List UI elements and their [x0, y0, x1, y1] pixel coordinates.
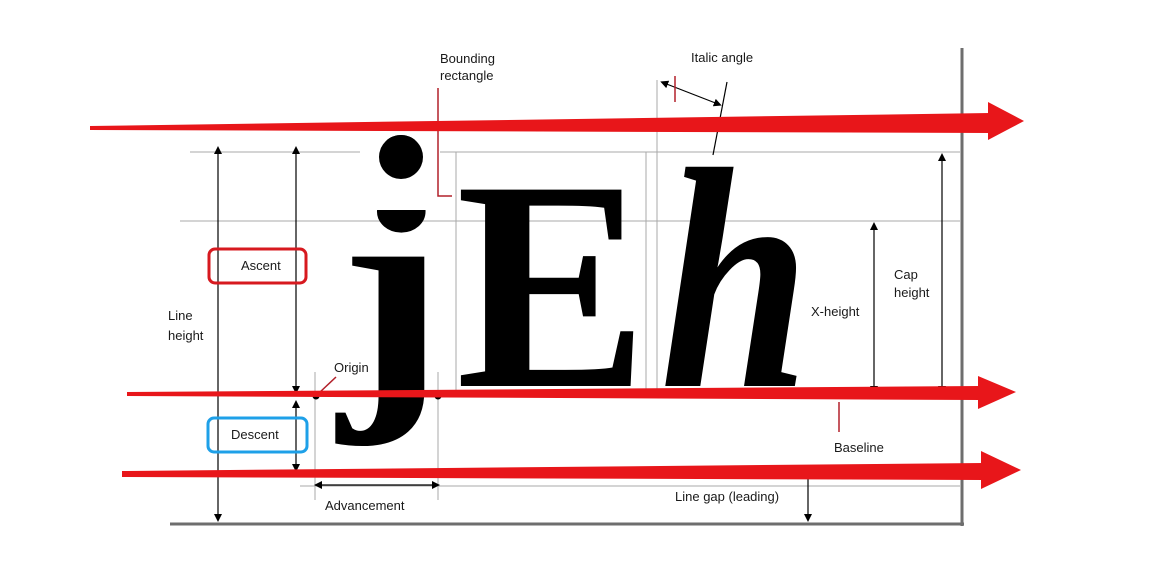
overlay-arrows [90, 102, 1024, 489]
dimension-arrows [214, 146, 946, 522]
label-bounding-rectangle-1: Bounding [440, 51, 495, 66]
glyph-h: h [660, 105, 810, 455]
descent-red-arrow [122, 451, 1021, 489]
label-line-height-1: Line [168, 308, 193, 323]
ascent-highlight-box [207, 247, 308, 285]
label-cap-height-1: Cap [894, 267, 918, 282]
label-line-gap: Line gap (leading) [675, 489, 779, 504]
label-x-height: X-height [811, 304, 860, 319]
label-line-height-2: height [168, 328, 204, 343]
label-advancement: Advancement [325, 498, 405, 513]
glyph-E: E [456, 119, 648, 451]
top-red-arrow [90, 102, 1024, 140]
label-bounding-rectangle-2: rectangle [440, 68, 493, 83]
glyph-j: j [333, 135, 446, 448]
label-baseline: Baseline [834, 440, 884, 455]
label-ascent: Ascent [241, 258, 281, 273]
label-cap-height-2: height [894, 285, 930, 300]
label-origin: Origin [334, 360, 369, 375]
label-italic-angle: Italic angle [691, 50, 753, 65]
labels: Bounding rectangle Italic angle Ascent L… [168, 50, 930, 513]
baseline-red-arrow [127, 376, 1016, 409]
descent-highlight-box [206, 416, 309, 454]
label-descent: Descent [231, 427, 279, 442]
